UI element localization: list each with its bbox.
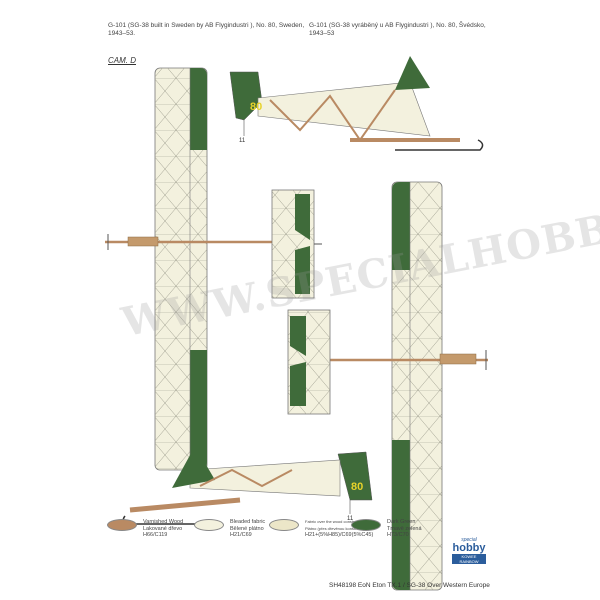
legend-wood-cz: Lakované dřevo xyxy=(143,525,183,532)
upper-boom-fabric xyxy=(257,81,431,137)
legend-green-code: H73/C70 xyxy=(387,532,409,539)
lower-tail-number: 80 xyxy=(351,481,363,493)
top-view-nose xyxy=(127,236,159,247)
legend-wood-code: H66/C119 xyxy=(143,532,168,539)
lower-rudder xyxy=(337,451,373,501)
caption-english-line2: 1943–53. xyxy=(108,30,136,37)
top-view-glider xyxy=(105,67,322,471)
legend-fabric-code: H21+(5%H85)/C69(5%C45) xyxy=(305,532,374,539)
legend-green-en: Dark Green xyxy=(387,519,416,525)
green-swatch xyxy=(351,519,381,531)
bottom-view-aileron-bottom xyxy=(392,440,410,590)
bottom-view-aileron-top xyxy=(392,182,410,270)
caption-english-line1: G-101 (SG-38 built in Sweden by AB Flygi… xyxy=(108,22,305,29)
legend-fabric-cz: Plátno (přes dřevěnou konstrukci) xyxy=(305,525,365,531)
upper-pylon xyxy=(395,56,430,90)
lower-pylon xyxy=(172,446,215,488)
callout-upper: 11 xyxy=(239,138,246,144)
legend-green-cz: Tmavě zelená xyxy=(387,525,422,532)
caption-czech-line1: G-101 (SG-38 vyráběný u AB Flygindustri … xyxy=(309,22,486,29)
legend-fabric-en: Fabric over the wood construction xyxy=(305,519,366,524)
bottom-view-glider xyxy=(287,181,488,591)
side-view-upper xyxy=(229,56,484,151)
fabric-swatch xyxy=(269,519,299,531)
lower-keel xyxy=(129,497,241,513)
legend-bleached-code: H21/C69 xyxy=(230,532,252,539)
scheme-label: CAM. D xyxy=(108,56,136,65)
callout-lower: 11 xyxy=(347,516,354,522)
caption-english: G-101 (SG-38 built in Sweden by AB Flygi… xyxy=(108,22,304,38)
caption-czech-line2: 1943–53 xyxy=(309,30,335,37)
upper-rudder xyxy=(229,71,263,121)
wood-swatch xyxy=(107,519,137,531)
legend-bleached-cz: Bělené plátno xyxy=(230,525,264,532)
caption-czech: G-101 (SG-38 vyráběný u AB Flygindustri … xyxy=(309,22,486,38)
special-hobby-logo: special hobby KOWEE RAINBOW xyxy=(452,537,486,564)
legend-wood-en: Varnished Wood xyxy=(143,519,184,525)
bleached-swatch xyxy=(194,519,224,531)
top-view-aileron-bottom xyxy=(190,350,207,470)
top-view-aileron-top xyxy=(190,68,207,150)
upper-skid xyxy=(395,139,484,151)
upper-tail-number: 80 xyxy=(250,101,262,113)
legend-bleached-en: Bleaded fabric xyxy=(230,519,266,525)
footer-title: SH48198 EoN Eton TX.1 / SG-38 Over Weste… xyxy=(329,582,490,589)
